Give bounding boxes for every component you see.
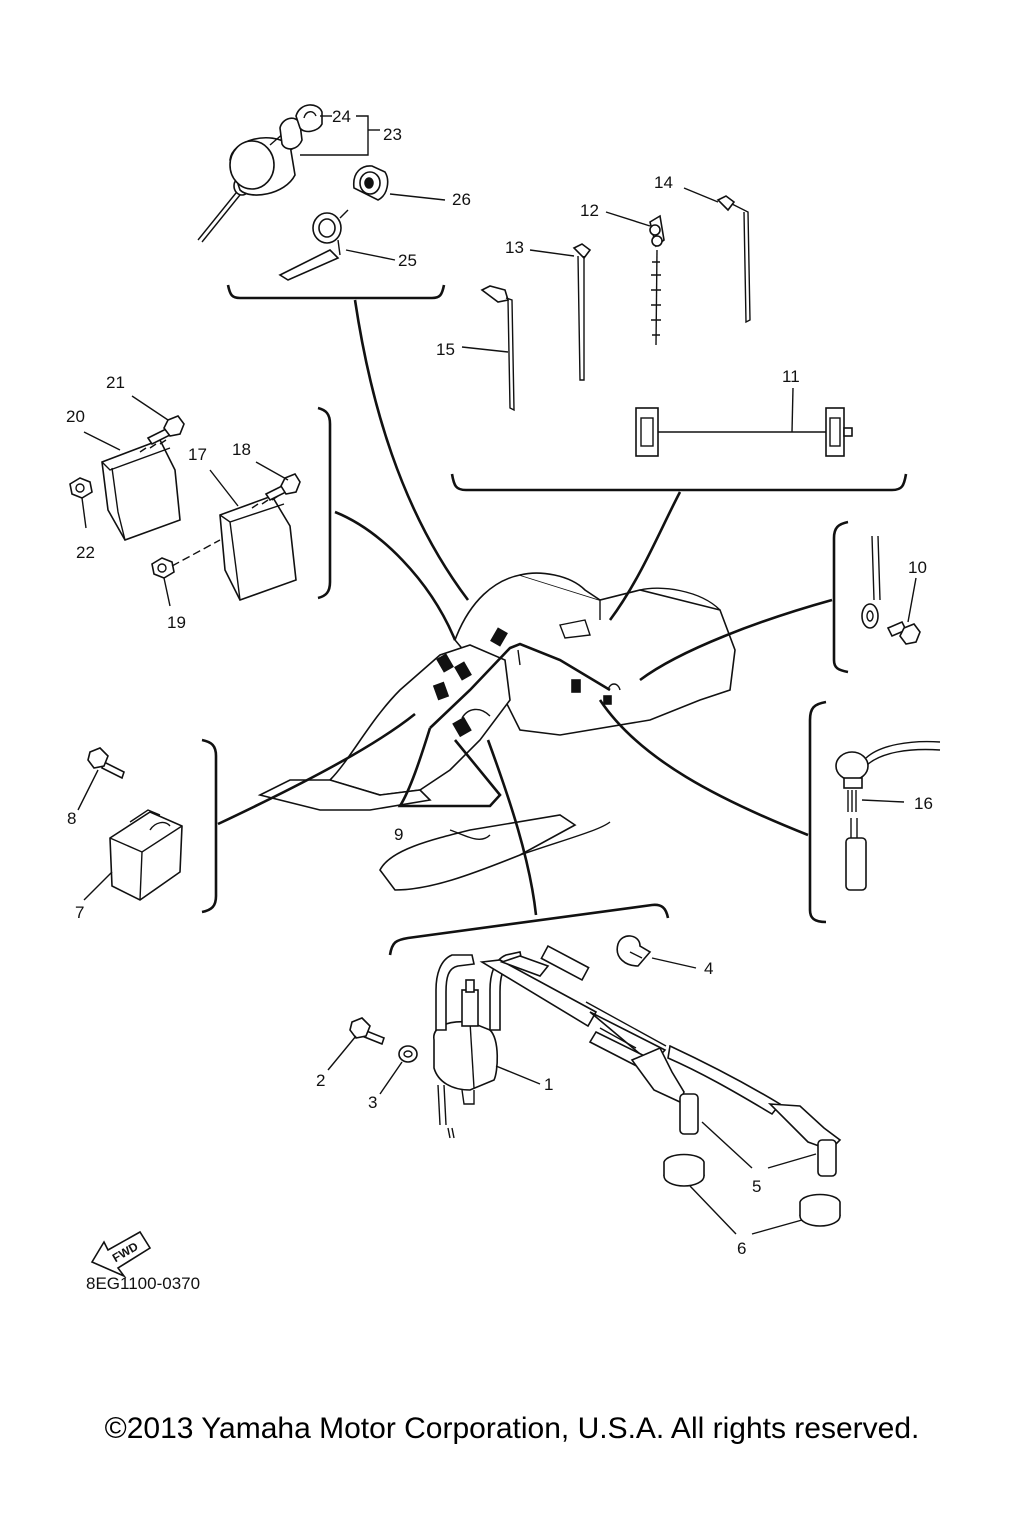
ignition-coil-assembly (327, 935, 842, 1235)
callout-21: 21 (106, 373, 125, 392)
callout-1: 1 (544, 1075, 553, 1094)
callout-20: 20 (66, 407, 85, 426)
callout-19: 19 (167, 613, 186, 632)
callout-23: 23 (383, 125, 402, 144)
callout-16: 16 (914, 794, 933, 813)
control-units-group (69, 395, 301, 607)
callout-18: 18 (232, 440, 251, 459)
callout-25: 25 (398, 251, 417, 270)
callout-14: 14 (654, 173, 673, 192)
callout-6: 6 (737, 1239, 746, 1258)
callout-7: 7 (75, 903, 84, 922)
cable-ties-group (461, 187, 853, 457)
callout-15: 15 (436, 340, 455, 359)
callout-10: 10 (908, 558, 927, 577)
callout-22: 22 (76, 543, 95, 562)
leader-lines (217, 299, 833, 916)
temperature-sensor (835, 740, 941, 891)
callout-4: 4 (704, 959, 713, 978)
callout-9: 9 (394, 825, 403, 844)
callout-24: 24 (332, 107, 351, 126)
chassis-main (257, 572, 736, 891)
callout-labels: 1 2 3 4 5 6 7 8 9 10 11 12 13 14 15 16 1… (66, 107, 933, 1293)
callout-26: 26 (452, 190, 471, 209)
main-switch-assembly (197, 104, 446, 281)
drawing-code: 8EG1100-0370 (86, 1274, 200, 1293)
forward-arrow: FWD (90, 1230, 152, 1278)
callout-13: 13 (505, 238, 524, 257)
group-brackets (201, 284, 908, 956)
copyright-notice: ©2013 Yamaha Motor Corporation, U.S.A. A… (104, 1412, 920, 1445)
callout-5: 5 (752, 1177, 761, 1196)
callout-11: 11 (782, 367, 800, 386)
cdi-unit (77, 747, 183, 901)
callout-3: 3 (368, 1093, 377, 1112)
callout-17: 17 (188, 445, 207, 464)
ground-lead (861, 535, 921, 645)
callout-2: 2 (316, 1071, 325, 1090)
callout-8: 8 (67, 809, 76, 828)
callout-12: 12 (580, 201, 599, 220)
